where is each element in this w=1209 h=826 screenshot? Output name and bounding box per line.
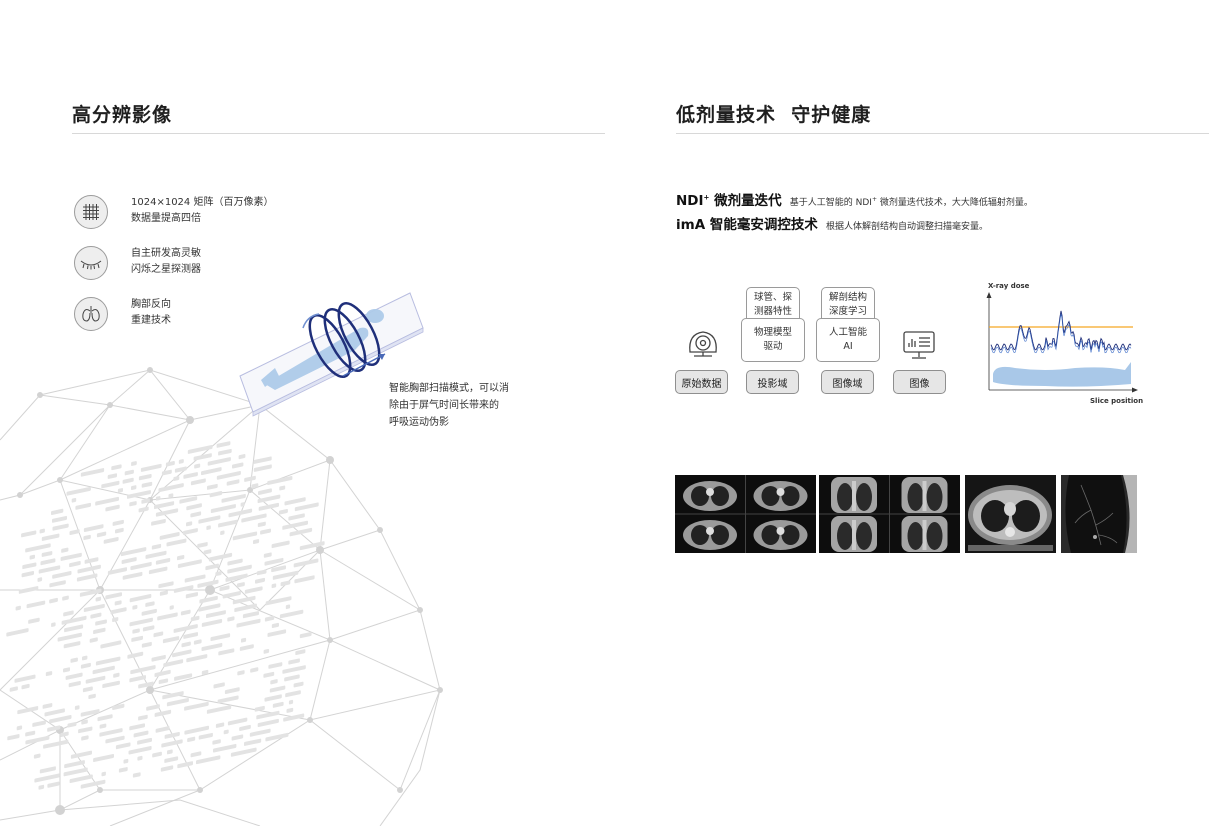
feature-line1: 自主研发高灵敏	[131, 248, 201, 259]
tech-ima-line: imA 智能毫安调控技术 根据人体解剖结构自动调整扫描毫安量。	[676, 213, 988, 233]
feature-line2: 闪烁之星探测器	[131, 264, 201, 275]
feature-line2: 重建技术	[131, 315, 171, 326]
dose-chart-ylabel: X-ray dose	[988, 282, 1030, 290]
left-divider	[72, 133, 605, 134]
stage-projection-domain: 投影域	[746, 370, 799, 394]
dose-chart-xlabel: Slice position	[1090, 397, 1144, 405]
stage-raw-data: 原始数据	[675, 370, 728, 394]
left-section-title: 高分辨影像	[72, 104, 173, 126]
monitor-chart-icon	[903, 331, 935, 359]
stage-image-domain: 图像域	[821, 370, 874, 394]
tech-ima-name: imA 智能毫安调控技术	[676, 217, 818, 233]
eye-lashes-icon	[74, 246, 108, 280]
globe-background	[0, 367, 443, 826]
feature-line1: 胸部反向	[131, 299, 171, 310]
tube-detector-box: 球管、探测器特性	[746, 287, 800, 323]
matrix-grid-icon	[74, 195, 108, 229]
ct-image-axial-grid	[675, 475, 816, 553]
feature-item: 胸部反向 重建技术	[74, 295, 374, 331]
physics-model-box: 物理模型驱动	[741, 318, 805, 362]
feature-item: 自主研发高灵敏 闪烁之星探测器	[74, 244, 374, 280]
feature-item: 1024×1024 矩阵（百万像素） 数据量提高四倍	[74, 193, 374, 229]
stage-image: 图像	[893, 370, 946, 394]
ct-scanner-icon	[689, 331, 717, 357]
scan-note-line3: 呼吸运动伪影	[389, 417, 449, 428]
feature-line2: 数据量提高四倍	[131, 213, 201, 224]
scan-note-line1: 智能胸部扫描模式，可以消	[389, 383, 509, 394]
dose-chart	[986, 292, 1138, 393]
tech-ndi-line: NDI+ 微剂量迭代 基于人工智能的 NDI+ 微剂量迭代技术，大大降低辐射剂量…	[676, 189, 1033, 209]
tech-ndi-name: NDI+ 微剂量迭代	[676, 193, 782, 209]
ct-image-lung-zoom	[1061, 475, 1137, 553]
right-divider	[676, 133, 1209, 134]
patient-scan-illustration	[239, 292, 424, 417]
ct-image-coronal-grid	[819, 475, 960, 553]
scan-mode-note: 智能胸部扫描模式，可以消 除由于屏气时间长带来的 呼吸运动伪影	[389, 380, 509, 431]
anatomy-learning-box: 解剖结构深度学习	[821, 287, 875, 323]
tech-ndi-desc: 基于人工智能的 NDI+ 微剂量迭代技术，大大降低辐射剂量。	[789, 196, 1033, 208]
ct-image-axial-mediastinum	[965, 475, 1056, 553]
ct-image-strip	[675, 475, 1137, 553]
lungs-icon	[74, 297, 108, 331]
scan-note-line2: 除由于屏气时间长带来的	[389, 400, 499, 411]
tech-ima-desc: 根据人体解剖结构自动调整扫描毫安量。	[825, 222, 988, 232]
feature-line1: 1024×1024 矩阵（百万像素）	[131, 197, 274, 208]
right-section-title: 低剂量技术 守护健康	[676, 104, 872, 126]
